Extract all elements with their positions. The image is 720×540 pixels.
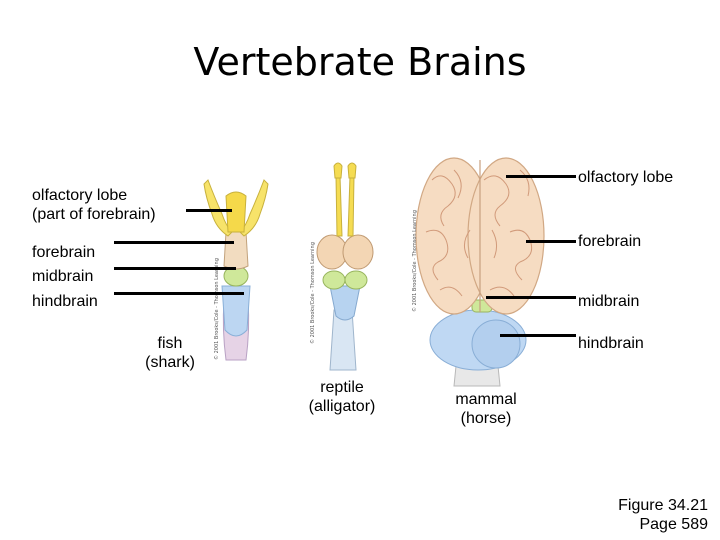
shark-brain: © 2001 Brooks/Cole - Thomson Learning (203, 179, 269, 361)
right-label-olfactory-lobe: olfactory lobe (578, 169, 674, 186)
leader-line-left-hindbrain (114, 292, 244, 295)
caption-reptile: reptile (alligator) (292, 378, 392, 416)
caption-mammal: mammal (horse) (436, 390, 536, 428)
alligator-olfactory-tracts (335, 175, 355, 237)
page-title: Vertebrate Brains (193, 40, 527, 84)
left-label-olfactory-lobe-line1: olfactory lobe (32, 187, 128, 204)
leader-line-right-forebrain (526, 240, 576, 243)
caption-fish-line2: (shark) (145, 354, 195, 371)
caption-reptile-line2: (alligator) (308, 398, 376, 415)
caption-fish: fish (shark) (120, 334, 220, 372)
horse-cerebellum-rear (471, 319, 521, 369)
alligator-hindbrain (329, 285, 361, 321)
shark-olfactory-center (225, 191, 247, 233)
alligator-olfactory-bulbs (333, 162, 357, 179)
horse-credit: © 2001 Brooks/Cole - Thomson Learning (411, 210, 418, 312)
leader-line-left-olfactory (186, 209, 232, 212)
caption-mammal-line1: mammal (455, 391, 517, 408)
leader-line-left-forebrain (114, 241, 234, 244)
figure-number: Figure 34.21 (618, 497, 708, 514)
alligator-midbrain-left (322, 270, 346, 290)
left-label-olfactory-lobe: olfactory lobe (part of forebrain) (32, 186, 156, 224)
alligator-brain: © 2001 Brooks/Cole - Thomson Learning (309, 162, 374, 371)
right-label-midbrain: midbrain (578, 293, 640, 310)
left-label-forebrain: forebrain (32, 244, 96, 261)
leader-line-left-midbrain (114, 267, 236, 270)
page-number: Page 589 (639, 516, 708, 533)
shark-credit: © 2001 Brooks/Cole - Thomson Learning (213, 258, 220, 360)
leader-line-right-midbrain (486, 296, 576, 299)
horse-brain: © 2001 Brooks/Cole - Thomson Learning (411, 157, 545, 387)
right-label-hindbrain: hindbrain (578, 335, 644, 352)
right-label-forebrain: forebrain (578, 233, 642, 250)
figure-reference: Figure 34.21 Page 589 (560, 496, 708, 534)
left-label-olfactory-lobe-line2: (part of forebrain) (32, 206, 156, 223)
alligator-forebrain-right (342, 234, 374, 270)
left-label-midbrain: midbrain (32, 268, 94, 285)
shark-hindbrain (221, 285, 251, 337)
alligator-midbrain-right (344, 270, 368, 290)
left-label-hindbrain: hindbrain (32, 293, 98, 310)
leader-line-right-hindbrain (500, 334, 576, 337)
alligator-credit: © 2001 Brooks/Cole - Thomson Learning (309, 242, 316, 344)
horse-hemisphere-right (467, 157, 545, 315)
horse-gyri (425, 169, 533, 297)
caption-fish-line1: fish (157, 335, 183, 352)
shark-olfactory-right (239, 179, 269, 237)
caption-mammal-line2: (horse) (460, 410, 512, 427)
shark-olfactory-left (203, 179, 233, 237)
caption-reptile-line1: reptile (320, 379, 364, 396)
leader-line-right-olfactory (506, 175, 576, 178)
